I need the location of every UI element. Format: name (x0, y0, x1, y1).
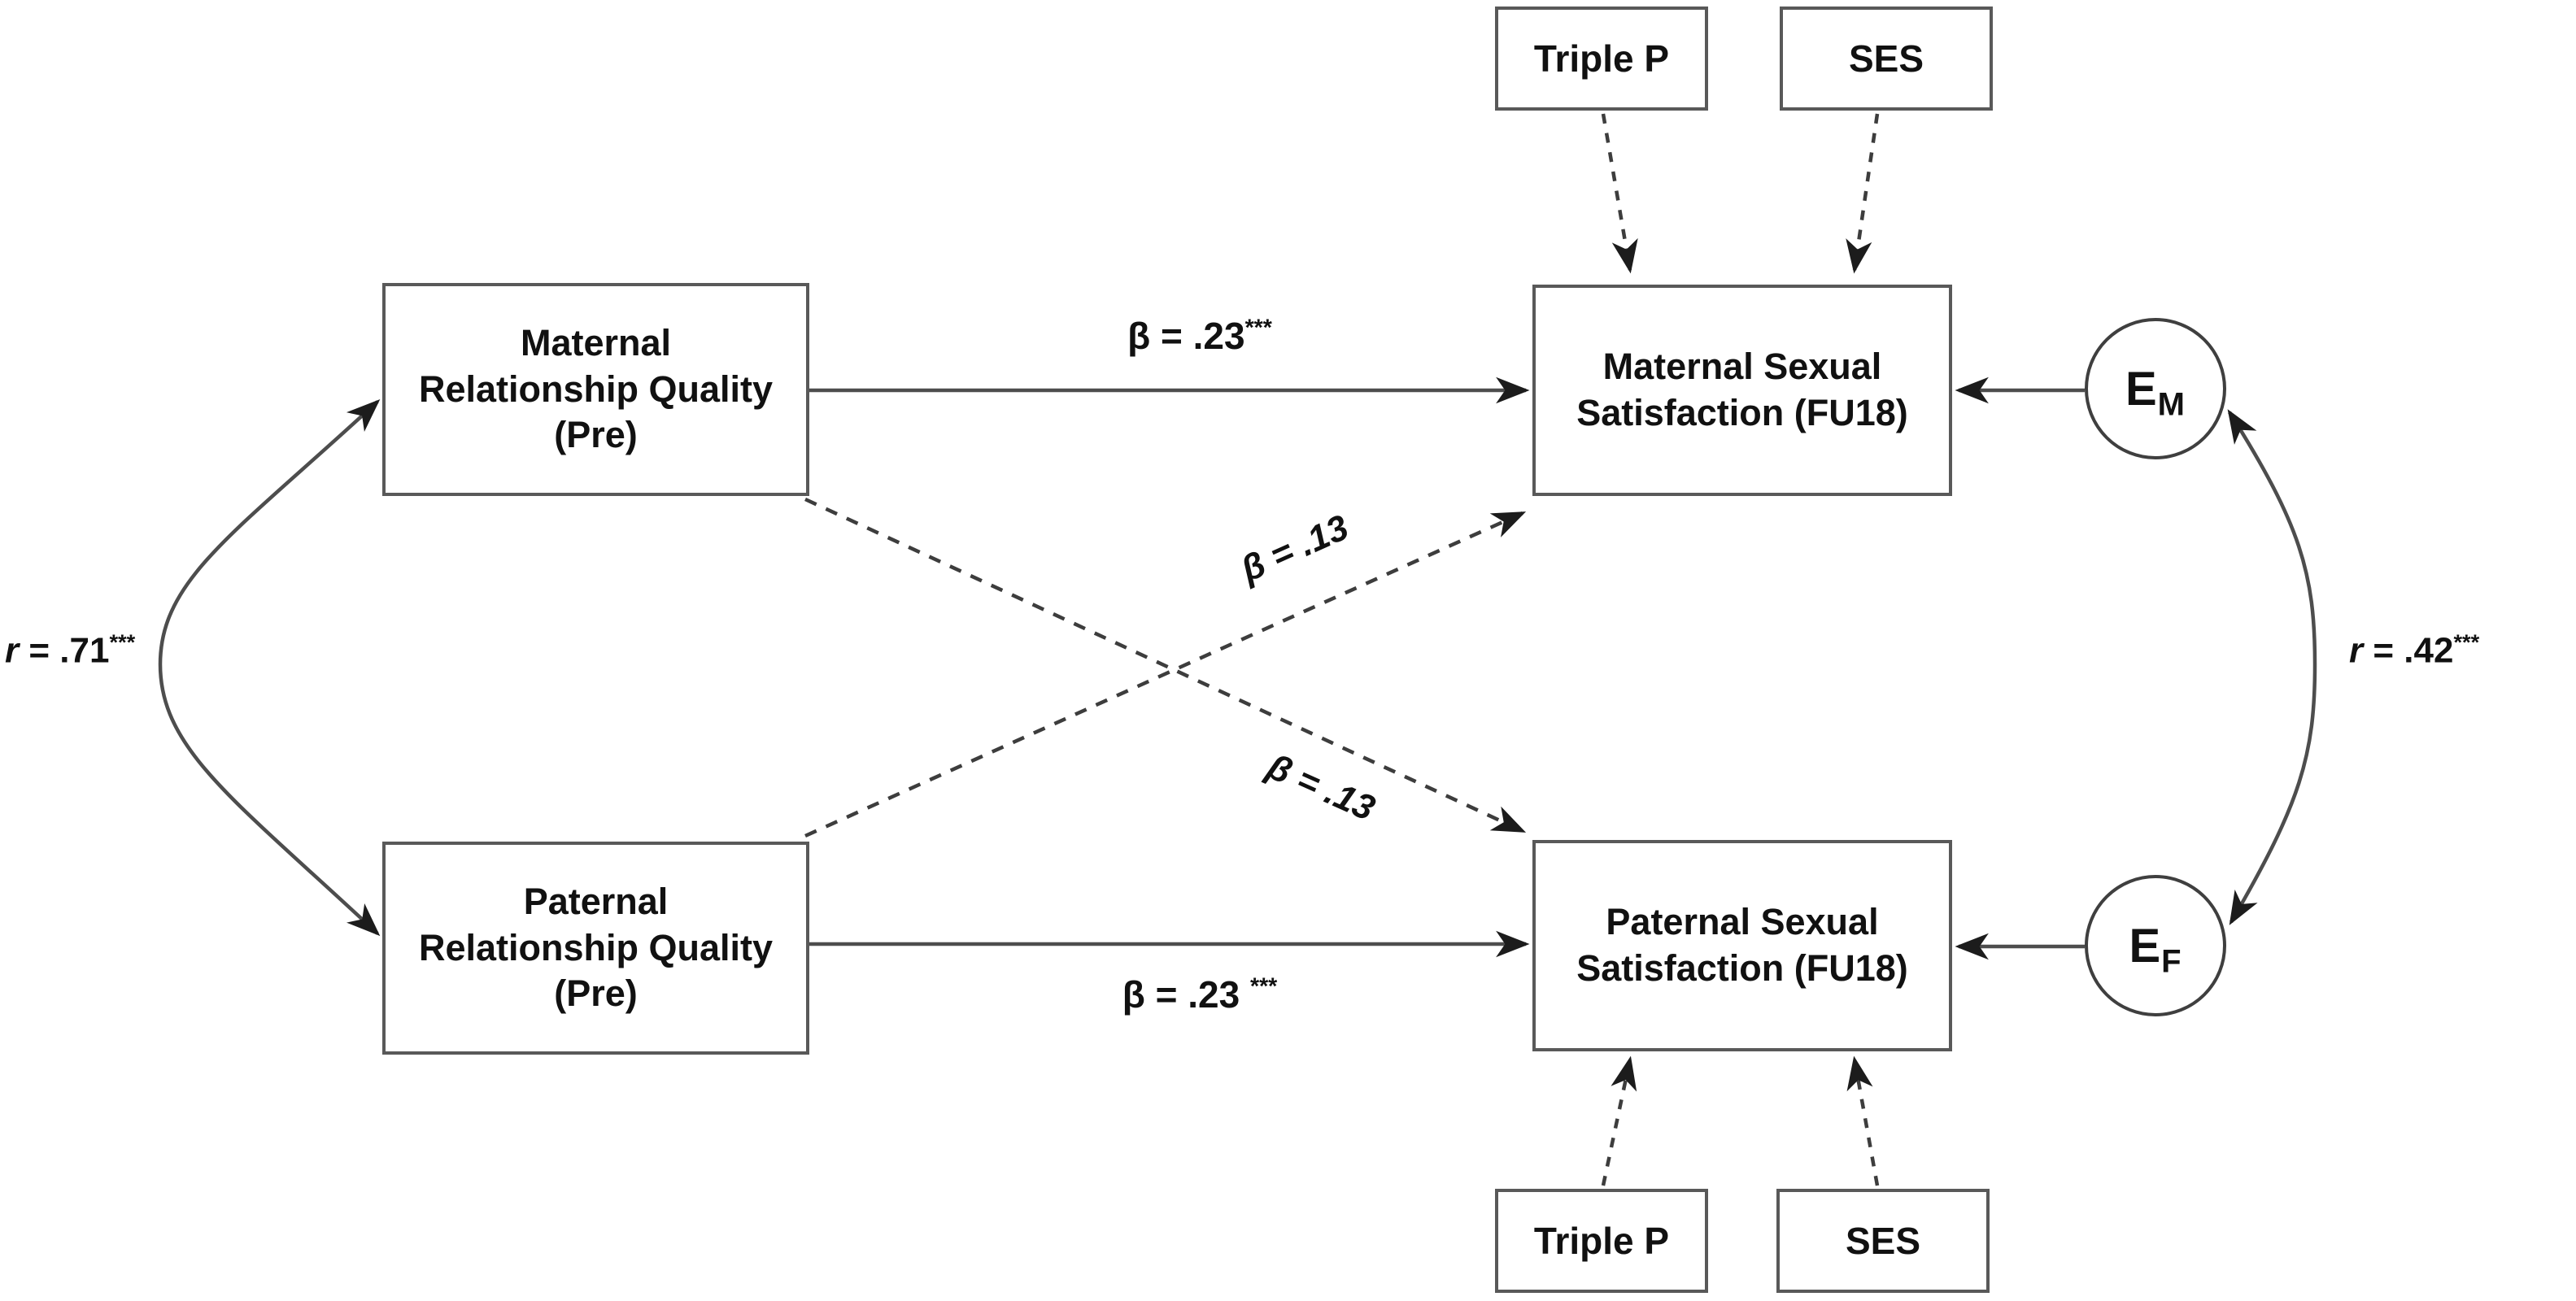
paternal-relationship-quality-box: Paternal Relationship Quality (Pre) (382, 842, 809, 1055)
correlation-right-label: r = .42*** (2349, 629, 2480, 671)
box-line: (Pre) (554, 414, 638, 456)
box-line: Satisfaction (FU18) (1576, 392, 1908, 433)
box-label: SES (1845, 1220, 1921, 1262)
box-line: Maternal Sexual (1602, 346, 1882, 388)
error-term-label: EM (2125, 362, 2186, 423)
arrow-cross-to-maternal (804, 511, 1527, 838)
box-label: Triple P (1533, 1220, 1670, 1262)
box-line: Relationship Quality (418, 368, 774, 410)
ses-top-box: SES (1780, 7, 1993, 111)
box-line: (Pre) (554, 972, 638, 1015)
arrow-ses-bottom (1846, 1055, 1880, 1186)
beta-maternal-direct-label: β = .23*** (1127, 315, 1272, 357)
beta-paternal-direct-label: β = .23 *** (1122, 973, 1278, 1016)
maternal-relationship-quality-box: Maternal Relationship Quality (Pre) (382, 283, 809, 496)
arrow-cross-to-paternal (804, 497, 1527, 833)
arrow-triplep-bottom (1601, 1055, 1637, 1186)
arrow-triplep-top (1601, 113, 1638, 274)
curve-correlation-right (2227, 409, 2317, 925)
error-term-paternal-circle: EF (2085, 875, 2226, 1016)
box-line: Maternal (520, 321, 672, 363)
box-line: Satisfaction (FU18) (1576, 947, 1908, 989)
box-line: Paternal (523, 880, 669, 922)
error-term-label: EF (2129, 919, 2182, 980)
box-label: Triple P (1533, 37, 1670, 80)
box-line: Relationship Quality (418, 926, 774, 968)
paternal-sexual-satisfaction-box: Paternal Sexual Satisfaction (FU18) (1532, 840, 1952, 1051)
box-line: Paternal Sexual (1606, 901, 1879, 943)
box-label: SES (1848, 37, 1924, 80)
correlation-left-label: r = .71*** (5, 629, 136, 671)
triple-p-bottom-box: Triple P (1495, 1189, 1708, 1293)
arrow-ses-top (1846, 113, 1880, 274)
triple-p-top-box: Triple P (1495, 7, 1708, 111)
error-term-maternal-circle: EM (2085, 318, 2226, 459)
maternal-sexual-satisfaction-box: Maternal Sexual Satisfaction (FU18) (1532, 285, 1952, 496)
curve-correlation-left (158, 398, 381, 937)
ses-bottom-box: SES (1776, 1189, 1990, 1293)
